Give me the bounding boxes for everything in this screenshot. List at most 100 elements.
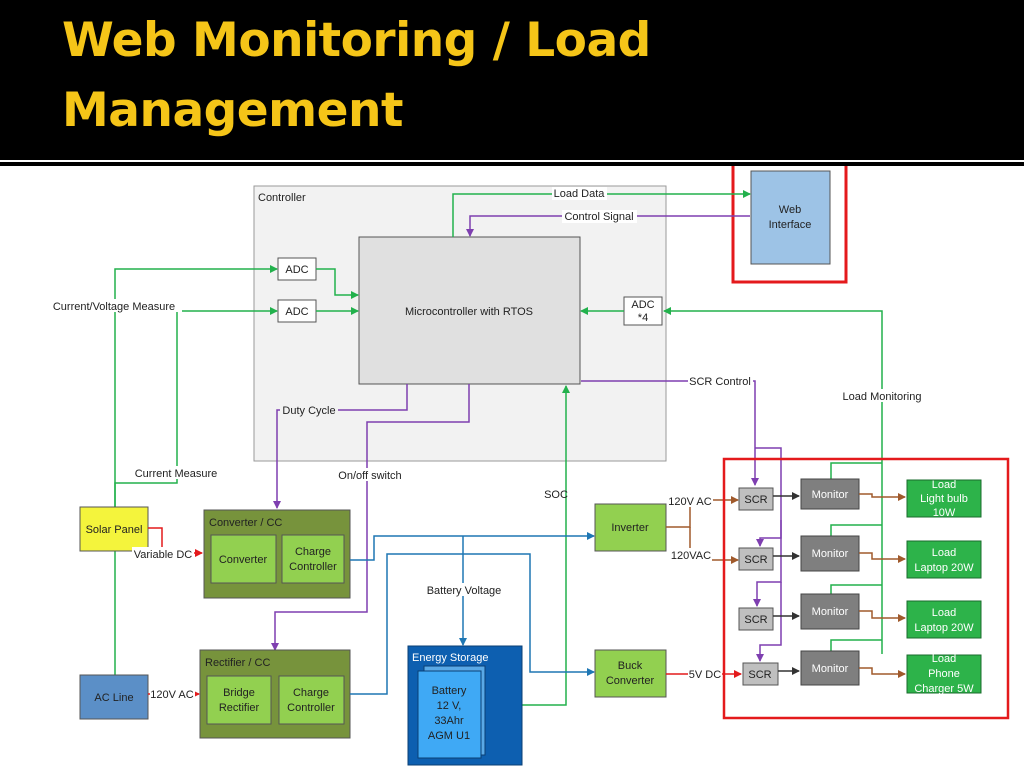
- scr-control-line: [581, 380, 759, 486]
- battery-voltage-bg: [422, 583, 506, 596]
- load-highlight: [722, 457, 1010, 720]
- load-1-line-1: Load: [932, 479, 956, 491]
- scr-control-bg: [688, 374, 753, 387]
- scr-label-1: SCR: [744, 494, 767, 506]
- solar-panel-label: Solar Panel: [86, 524, 143, 536]
- monitor-box-1: [800, 478, 860, 510]
- monitor-feedback-lines: [830, 462, 882, 651]
- title-separator: [0, 160, 1024, 168]
- out-120vac-label: 120VAC: [671, 550, 711, 562]
- out-120ac-bg: [668, 494, 713, 507]
- solar-measure-line: [114, 265, 278, 507]
- monitor-box-4: [800, 650, 860, 686]
- current-measure-label: Current Measure: [135, 468, 218, 480]
- control-signal-label: Control Signal: [564, 211, 633, 223]
- charge-controller-2-line-1: Charge: [293, 687, 329, 699]
- rect-to-buck: [350, 553, 595, 695]
- onoff-bg: [332, 468, 408, 481]
- load-4-line-2: Phone: [928, 668, 960, 680]
- scr-control-4: [756, 582, 782, 662]
- load-row-1: SCR Monitor Load Light bulb 10W: [738, 478, 982, 519]
- web-highlight: [731, 166, 848, 284]
- load-monitoring-line: [663, 307, 883, 654]
- controller-label: Controller: [258, 192, 306, 204]
- load-box-3: [906, 600, 982, 639]
- out-5vdc-bg: [688, 667, 722, 680]
- solar-panel-box: [79, 506, 149, 552]
- charge-controller-box-1: [281, 534, 345, 584]
- load-box-2: [906, 540, 982, 579]
- adc4-label-2: *4: [638, 312, 648, 324]
- load-1-line-2: Light bulb: [920, 493, 968, 505]
- load-data-label: Load Data: [554, 188, 606, 200]
- ac-measure-line: [114, 307, 278, 675]
- inverter-to-scr1: [666, 496, 739, 528]
- load-data-line: [452, 190, 751, 237]
- scr-control-label: SCR Control: [689, 376, 751, 388]
- battery-line-2: 12 V,: [437, 700, 462, 712]
- adc-label-1: ADC: [285, 264, 308, 276]
- out-5vdc-label: 5V DC: [689, 669, 721, 681]
- converter-box: [210, 534, 277, 584]
- load-box-4: [906, 654, 982, 694]
- mcu-label: Microcontroller with RTOS: [405, 306, 533, 318]
- load-row-4: SCR Monitor Load Phone Charger 5W: [742, 650, 982, 695]
- web-interface-box: [750, 170, 831, 265]
- bridge-rectifier-line-1: Bridge: [223, 687, 255, 699]
- scr-box-3: [738, 607, 774, 631]
- converter-label: Converter: [219, 554, 268, 566]
- slide-title-line-2: Management: [62, 83, 403, 138]
- load-4-line-3: Charger 5W: [914, 683, 974, 695]
- energy-storage-label: Energy Storage: [412, 652, 488, 664]
- mcu-box: [358, 236, 581, 385]
- ac-120-label: 120V AC: [150, 689, 193, 701]
- scr-box-1: [738, 487, 774, 511]
- web-interface-line-2: Interface: [769, 219, 812, 231]
- buck-converter-box: [594, 649, 667, 698]
- charge-controller-1-line-1: Charge: [295, 546, 331, 558]
- ac-line-label: AC Line: [94, 692, 133, 704]
- scr-label-2: SCR: [744, 554, 767, 566]
- soc-label: SOC: [544, 489, 568, 501]
- control-signal-bg: [562, 210, 637, 223]
- duty-cycle-line: [273, 384, 408, 509]
- battery-voltage-label: Battery Voltage: [427, 585, 502, 597]
- adc-label-2: ADC: [285, 306, 308, 318]
- out-120ac-label: 120V AC: [668, 496, 711, 508]
- monitor-label-3: Monitor: [812, 606, 849, 618]
- block-diagram: Controller Microcontroller with RTOS ADC…: [46, 166, 1010, 766]
- load-row-2: SCR Monitor Load Laptop 20W: [738, 535, 982, 579]
- scr-label-4: SCR: [748, 669, 771, 681]
- monitor-label-4: Monitor: [812, 663, 849, 675]
- monitor-to-load-1: [859, 493, 906, 501]
- load-box-1: [906, 479, 982, 518]
- onoff-line: [271, 384, 470, 651]
- bridge-rectifier-line-2: Rectifier: [219, 702, 260, 714]
- inverter-box: [594, 503, 667, 552]
- slide-title-line-1: Web Monitoring / Load: [62, 13, 651, 68]
- scr-box-2: [738, 547, 774, 571]
- load-1-line-3: 10W: [933, 507, 956, 519]
- diagram-canvas: Controller Microcontroller with RTOS ADC…: [0, 166, 1024, 768]
- load-data-bg: [552, 187, 607, 200]
- load-4-line-1: Load: [932, 653, 956, 665]
- control-signal-line: [466, 215, 750, 237]
- charge-controller-2-line-2: Controller: [287, 702, 335, 714]
- load-2-line-2: Laptop 20W: [914, 562, 974, 574]
- monitor-to-load-4: [859, 667, 906, 678]
- load-monitoring-bg: [838, 389, 928, 402]
- battery-box: [417, 670, 482, 759]
- monitor-to-load-3: [859, 610, 906, 622]
- bridge-rectifier-box: [206, 675, 272, 725]
- buck-converter-line-2: Converter: [606, 675, 655, 687]
- cv-measure-bg: [46, 299, 182, 312]
- battery-line-3: 33Ahr: [434, 715, 464, 727]
- rectifier-cc-label: Rectifier / CC: [205, 657, 270, 669]
- scr-label-3: SCR: [744, 614, 767, 626]
- monitor-label-2: Monitor: [812, 548, 849, 560]
- converter-cc-label: Converter / CC: [209, 517, 282, 529]
- duty-cycle-label: Duty Cycle: [282, 405, 335, 417]
- current-measure-bg: [130, 466, 222, 479]
- load-3-line-2: Laptop 20W: [914, 622, 974, 634]
- load-2-line-1: Load: [932, 547, 956, 559]
